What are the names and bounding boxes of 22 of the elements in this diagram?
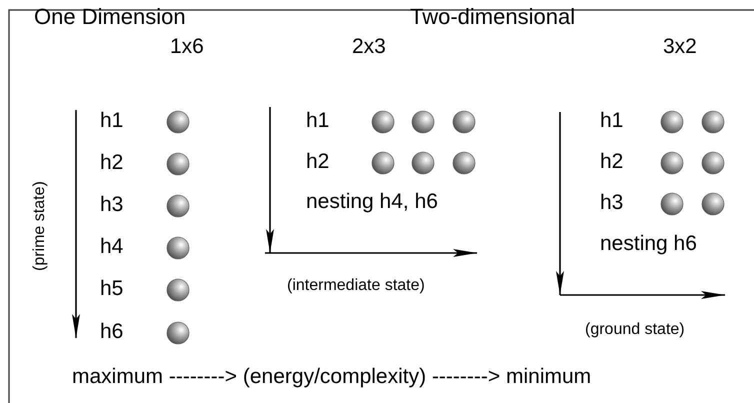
- row-label: h3: [100, 194, 124, 215]
- row-label: h2: [100, 152, 124, 173]
- section-heading: Two-dimensional: [410, 6, 576, 28]
- row-label: h3: [600, 192, 624, 213]
- state-label: (intermediate state): [287, 278, 425, 294]
- state-label: (prime state): [32, 181, 48, 271]
- scale-caption: maximum --------> (energy/complexity) --------> minimum: [72, 366, 592, 387]
- grid-size-label: 3x2: [663, 36, 697, 57]
- grid-size-label: 1x6: [170, 36, 204, 57]
- row-label: h5: [100, 278, 124, 299]
- row-label: h4: [100, 236, 124, 257]
- row-label: h2: [600, 151, 624, 172]
- note-text: nesting h4, h6: [306, 191, 438, 212]
- section-heading: One Dimension: [34, 6, 186, 28]
- note-text: nesting h6: [600, 233, 697, 254]
- row-label: h1: [100, 110, 124, 131]
- state-label: (ground state): [585, 322, 685, 338]
- row-label: h6: [100, 321, 124, 342]
- row-label: h1: [600, 110, 624, 131]
- row-label: h1: [306, 110, 330, 131]
- row-label: h2: [306, 151, 330, 172]
- grid-size-label: 2x3: [352, 36, 386, 57]
